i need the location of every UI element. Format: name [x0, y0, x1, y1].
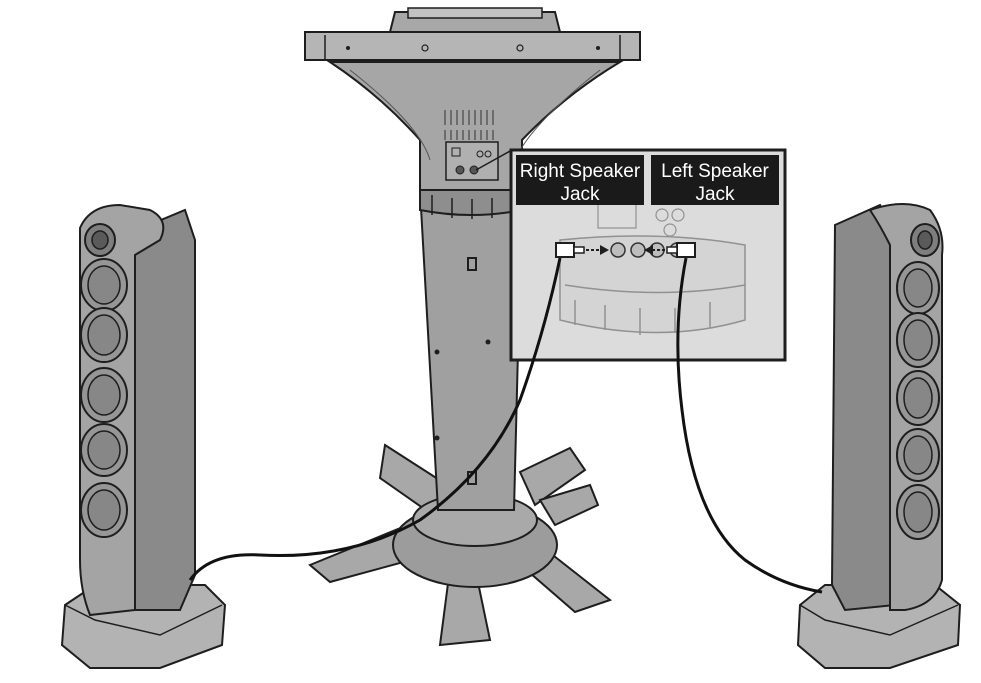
- right-speaker-cable: [188, 257, 562, 581]
- right-speaker-jack-label-line1: Right Speaker: [520, 161, 641, 182]
- left-speaker-jack-label-line2: Jack: [695, 184, 735, 205]
- left-speaker-cable: [676, 257, 823, 594]
- right-speaker: [796, 203, 962, 669]
- right-speaker-jack-label-line2: Jack: [560, 184, 600, 205]
- jack-callout: Right Speaker Jack Left Speaker Jack: [509, 148, 787, 362]
- left-speaker-jack-label-line1: Left Speaker: [661, 161, 769, 182]
- left-speaker: [60, 203, 227, 669]
- karaoke-pedestal: [304, 7, 641, 647]
